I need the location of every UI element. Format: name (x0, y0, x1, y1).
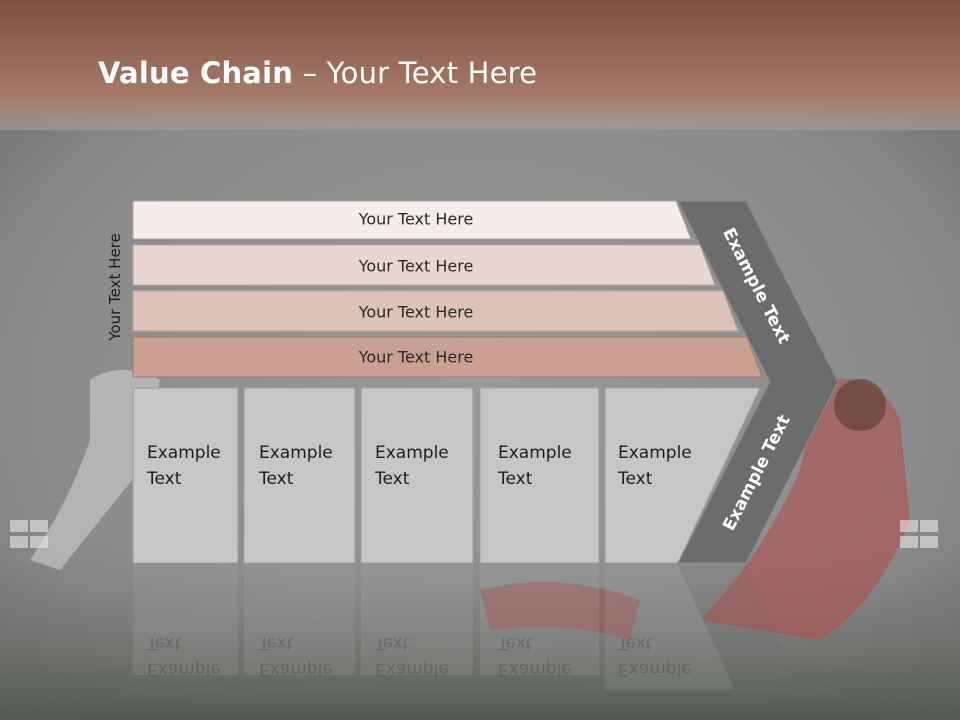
chain-box-1 (132, 387, 239, 564)
box-3-reflection-line1: Example (375, 659, 449, 679)
chain-box-2 (243, 387, 356, 564)
box-5-reflection-line1: Example (618, 659, 692, 679)
box-5-line2: Text (618, 469, 653, 489)
box-5-reflection: Example Text (618, 630, 692, 682)
slide-title: Value Chain – Your Text Here (98, 56, 537, 90)
row-1-label: Your Text Here (358, 209, 474, 229)
box-2-reflection-line2: Text (259, 633, 294, 653)
row-4-label: Your Text Here (358, 347, 474, 367)
row-3-label: Your Text Here (358, 302, 474, 322)
box-4-reflection-line1: Example (498, 659, 572, 679)
chain-row-4 (132, 336, 763, 378)
box-4-reflection-line2: Text (498, 633, 533, 653)
box-5-line1: Example (618, 443, 692, 463)
row-2-label: Your Text Here (358, 256, 474, 276)
box-3-line2: Text (375, 469, 410, 489)
box-4-line1: Example (498, 443, 572, 463)
title-rest: – Your Text Here (293, 56, 538, 90)
box-2-line2: Text (259, 469, 294, 489)
box-3-line1: Example (375, 443, 449, 463)
box-3-reflection: Example Text (375, 630, 449, 682)
chain-row-3 (132, 290, 739, 332)
chain-row-2 (132, 244, 716, 286)
title-bold: Value Chain (98, 56, 294, 90)
box-4-reflection: Example Text (498, 630, 572, 682)
box-1-reflection-line2: Text (147, 633, 182, 653)
box-5-reflection-line2: Text (618, 633, 653, 653)
box-1-line2: Text (147, 469, 182, 489)
box-2-line1: Example (259, 443, 333, 463)
chain-arrow (677, 200, 839, 564)
side-label: Your Text Here (106, 233, 124, 341)
box-1-line1: Example (147, 443, 221, 463)
box-4-line2: Text (498, 469, 533, 489)
box-2-reflection-line1: Example (259, 659, 333, 679)
chain-row-1 (132, 200, 692, 240)
box-1-reflection: Example Text (147, 630, 221, 682)
box-3-reflection-line2: Text (375, 633, 410, 653)
chain-box-4 (479, 387, 600, 564)
chain-box-3 (360, 387, 474, 564)
box-1-reflection-line1: Example (147, 659, 221, 679)
box-2-reflection: Example Text (259, 630, 333, 682)
